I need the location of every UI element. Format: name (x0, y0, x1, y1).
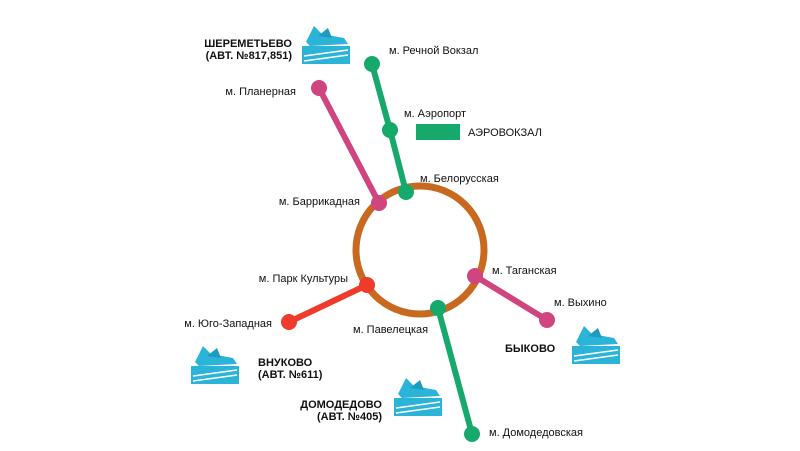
station-dot-aeroport[interactable] (382, 122, 398, 138)
airport-name-domodedovo: ДОМОДЕДОВО (300, 399, 382, 411)
station-label-rechnoy-vokzal: м. Речной Вокзал (389, 45, 479, 57)
airplane-icon-domodedovo (394, 378, 442, 416)
airplane-icon-bykovo (572, 326, 620, 364)
station-dot-belorusskaya[interactable] (398, 184, 414, 200)
station-label-vykhino: м. Выхино (554, 297, 607, 309)
airport-name-bykovo: БЫКОВО (505, 343, 556, 355)
airport-label-domodedovo: ДОМОДЕДОВО (АВТ. №405) (300, 399, 382, 423)
airport-bus-sheremetyevo: (АВТ. №817,851) (205, 50, 292, 62)
station-dot-yugo-zapadnaya[interactable] (281, 314, 297, 330)
station-label-yugo-zapadnaya: м. Юго-Западная (184, 318, 272, 330)
pink-line-northwest (316, 85, 382, 206)
station-dot-park-kultury[interactable] (359, 277, 375, 293)
airplane-icon-vnukovo (191, 346, 239, 384)
airplane-icon-sheremetyevo (302, 26, 350, 64)
terminal-label: АЭРОВОКЗАЛ (468, 127, 542, 139)
station-label-taganskaya: м. Таганская (492, 265, 557, 277)
station-label-belorusskaya: м. Белорусская (420, 173, 499, 185)
station-dot-barrikadnaya[interactable] (371, 195, 387, 211)
airport-bus-domodedovo: (АВТ. №405) (316, 411, 382, 423)
station-dot-rechnoy-vokzal[interactable] (364, 56, 380, 72)
airport-label-bykovo: БЫКОВО (505, 343, 555, 355)
station-label-planernaya: м. Планерная (225, 86, 296, 98)
terminal-badge (416, 124, 460, 140)
station-label-paveletskaya: м. Павелецкая (353, 324, 429, 336)
airport-name-vnukovo: ВНУКОВО (258, 357, 313, 369)
pink-line-southeast (472, 273, 550, 323)
station-label-domodedovskaya: м. Домодедовская (489, 427, 583, 439)
airport-bus-vnukovo: (АВТ. №611) (258, 369, 323, 381)
station-dot-paveletskaya[interactable] (430, 300, 446, 316)
red-line-southwest (286, 282, 370, 325)
station-label-aeroport: м. Аэропорт (404, 108, 467, 120)
ring-line (352, 182, 488, 318)
station-dot-taganskaya[interactable] (467, 268, 483, 284)
green-line-south (435, 305, 475, 437)
station-dot-planernaya[interactable] (311, 80, 327, 96)
airport-name-sheremetyevo: ШЕРЕМЕТЬЕВО (204, 38, 292, 50)
station-label-barrikadnaya: м. Баррикадная (278, 196, 360, 208)
airport-label-sheremetyevo: ШЕРЕМЕТЬЕВО (АВТ. №817,851) (204, 38, 292, 62)
station-dot-vykhino[interactable] (539, 312, 555, 328)
station-label-park-kultury: м. Парк Культуры (258, 273, 348, 285)
airport-label-vnukovo: ВНУКОВО (АВТ. №611) (258, 357, 322, 381)
station-dot-domodedovskaya[interactable] (464, 426, 480, 442)
